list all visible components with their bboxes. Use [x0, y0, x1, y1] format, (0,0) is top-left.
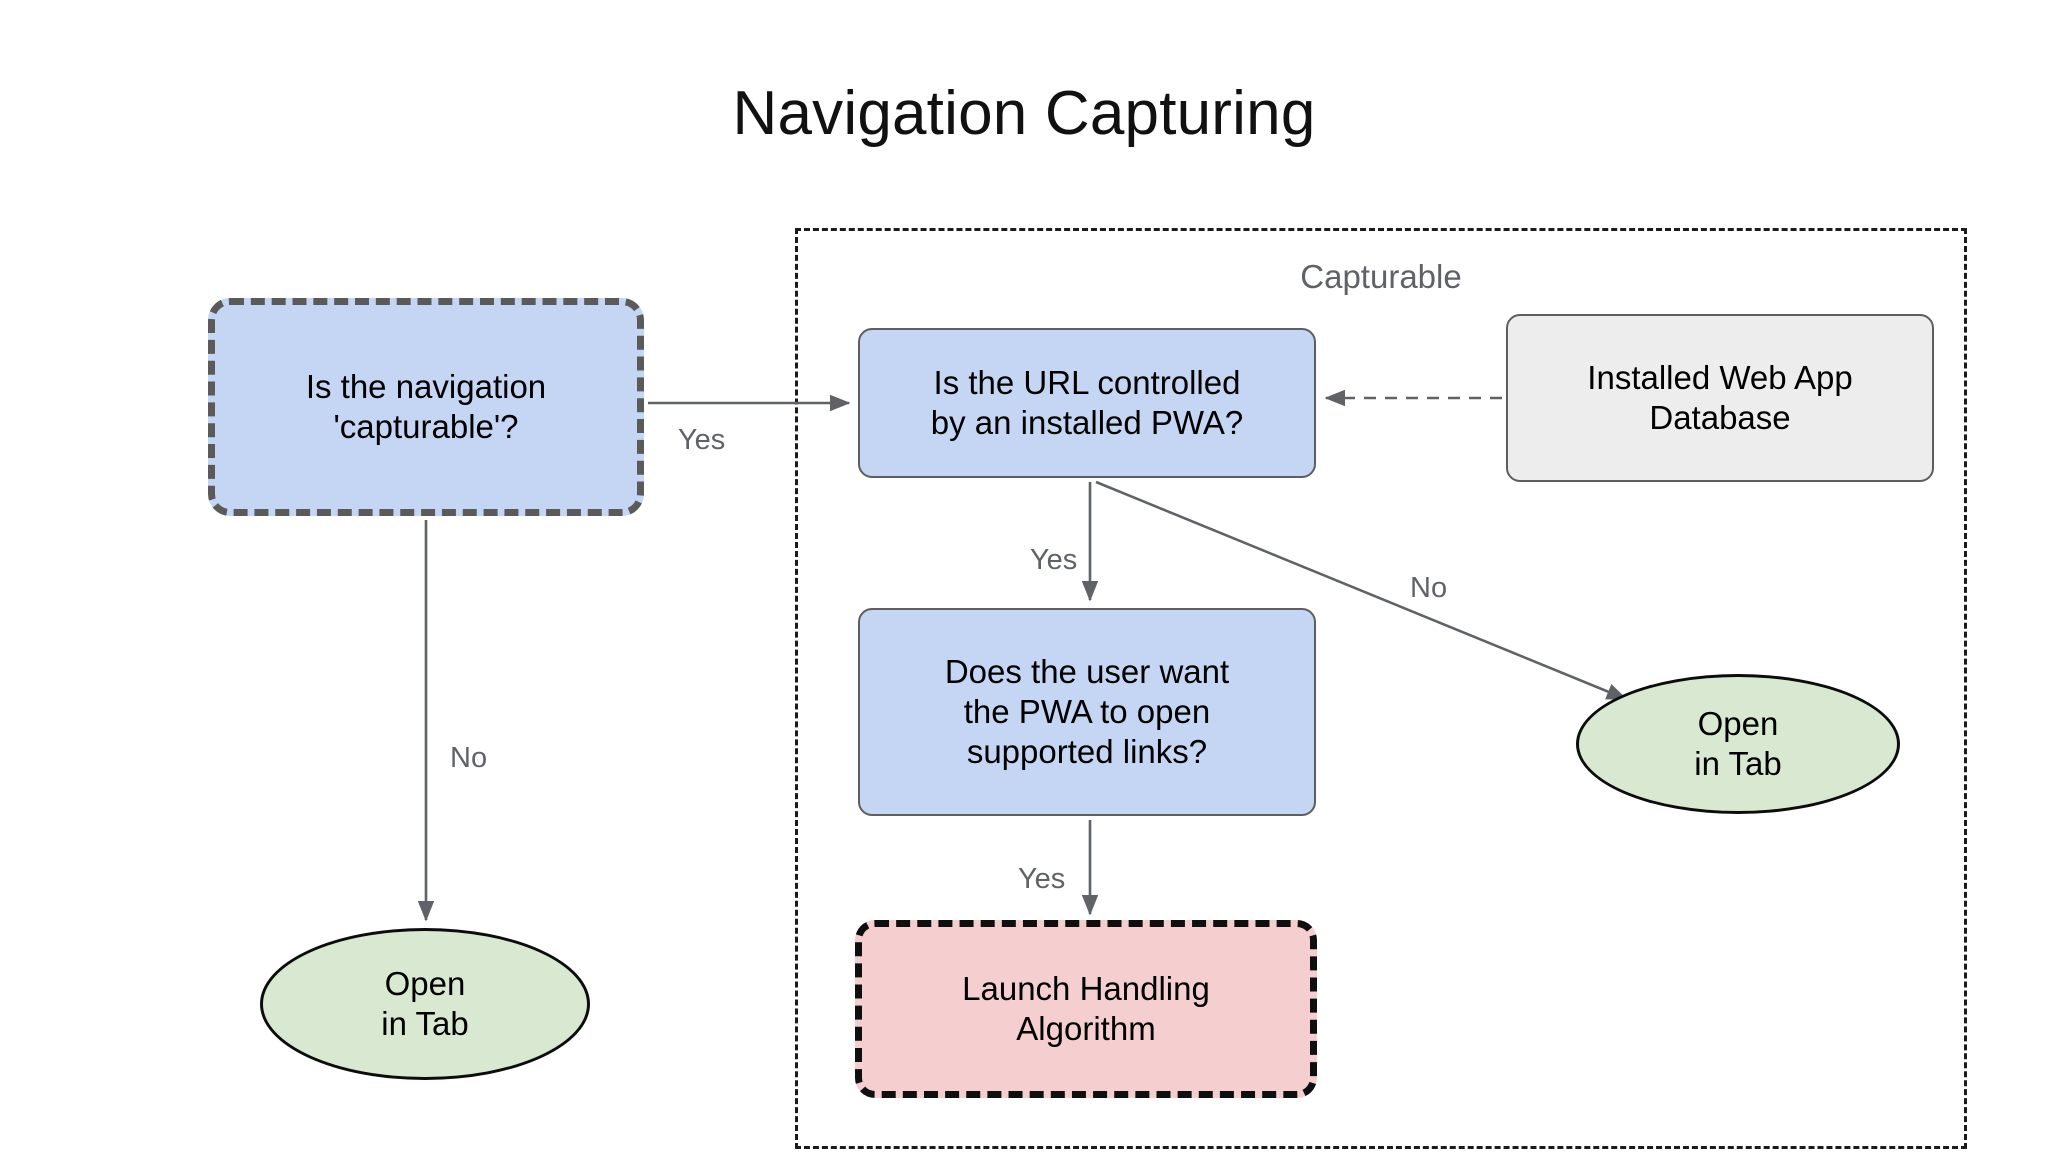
node-is-url-controlled-by-installed-pwa[interactable]: Is the URL controlled by an installed PW…	[858, 328, 1316, 478]
edge-label-want-yes: Yes	[1018, 863, 1066, 895]
node-installed-web-app-database[interactable]: Installed Web App Database	[1506, 314, 1934, 482]
node-launch-handling-algorithm[interactable]: Launch Handling Algorithm	[855, 920, 1317, 1098]
page-title: Navigation Capturing	[732, 79, 1316, 148]
capturable-group-label: Capturable	[1300, 258, 1462, 295]
node-open-in-tab-right[interactable]: Open in Tab	[1576, 674, 1900, 814]
node-open-in-tab-left[interactable]: Open in Tab	[260, 928, 590, 1080]
edge-label-capturable-no: No	[450, 742, 488, 774]
node-is-navigation-capturable[interactable]: Is the navigation 'capturable'?	[208, 298, 644, 516]
edge-label-capturable-yes: Yes	[678, 424, 726, 456]
edge-label-url-no: No	[1410, 572, 1448, 604]
edge-label-url-yes: Yes	[1030, 544, 1078, 576]
node-does-user-want-pwa-open-supported-links[interactable]: Does the user want the PWA to open suppo…	[858, 608, 1316, 816]
capturable-group-boundary	[795, 228, 1967, 1149]
